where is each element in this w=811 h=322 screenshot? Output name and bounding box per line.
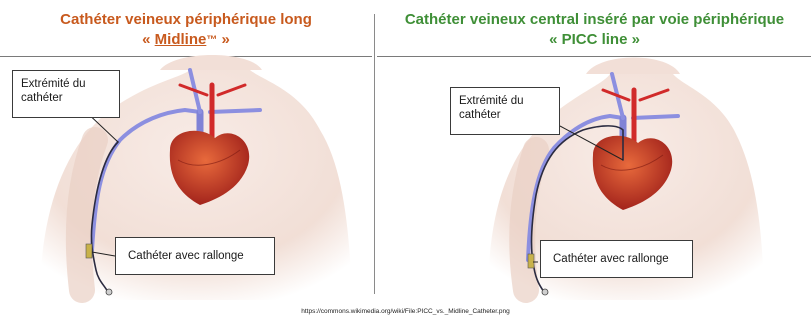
left-extension-label: Cathéter avec rallonge (128, 250, 244, 262)
left-tip-callout: Extrémité du cathéter (12, 70, 120, 118)
right-extension-label: Cathéter avec rallonge (553, 253, 669, 265)
left-tip-label-line2: cathéter (21, 91, 111, 105)
panel-divider (374, 14, 375, 294)
right-tip-callout: Extrémité du cathéter (450, 87, 560, 135)
source-credit: https://commons.wikimedia.org/wiki/File:… (0, 308, 811, 315)
right-tip-label-line2: cathéter (459, 108, 551, 122)
left-extension-callout: Cathéter avec rallonge (115, 237, 275, 275)
left-tip-label-line1: Extrémité du (21, 77, 111, 91)
right-tip-label-line1: Extrémité du (459, 94, 551, 108)
right-extension-callout: Cathéter avec rallonge (540, 240, 693, 278)
